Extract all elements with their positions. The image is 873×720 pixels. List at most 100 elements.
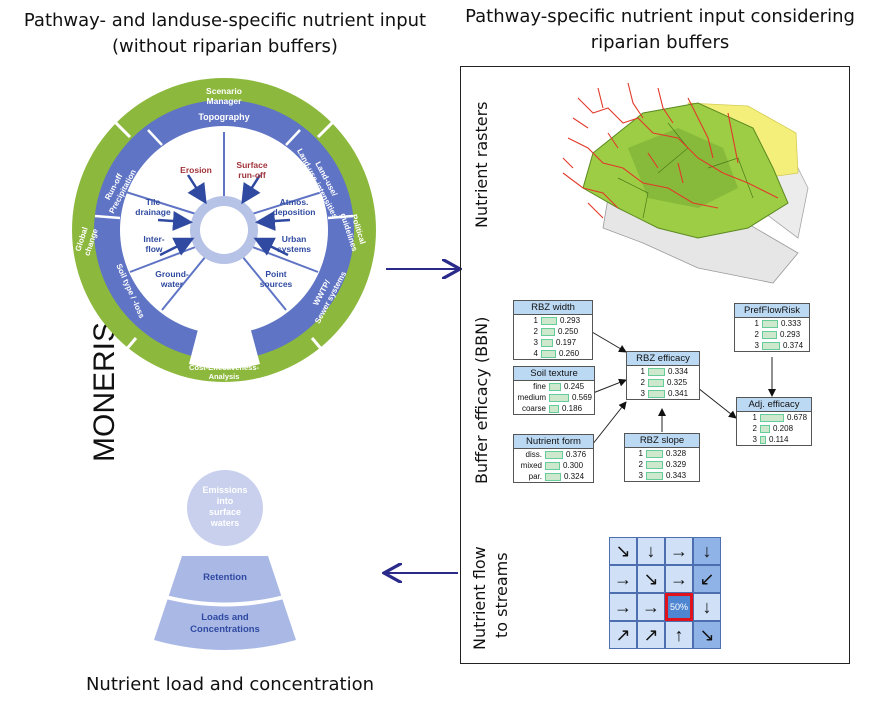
- flow-arrow-cell: ↓: [693, 593, 721, 621]
- flow-arrow-cell: →: [637, 593, 665, 621]
- atmos-deposition-label-1: Atmos.: [280, 197, 309, 207]
- state-label: 3: [754, 341, 759, 350]
- prob-value: 0.114: [769, 435, 789, 444]
- flow-arrow-cell: ↓: [637, 537, 665, 565]
- wheel-hub-center: [200, 206, 248, 254]
- flow-arrow-cell: ↓: [693, 537, 721, 565]
- interflow-label-2: flow: [146, 244, 163, 254]
- flow-arrow-cell: ↑: [665, 621, 693, 649]
- flow-arrow-cell: ↙: [693, 565, 721, 593]
- prob-bar: [762, 319, 778, 328]
- prob-value: 0.245: [564, 382, 585, 391]
- prob-bar: [541, 316, 557, 325]
- nutrient-raster-map: [562, 82, 809, 284]
- tile-drainage-label-2: drainage: [135, 207, 171, 217]
- state-label: 2: [640, 378, 645, 387]
- state-label: 1: [640, 367, 645, 376]
- prob-value: 0.329: [666, 460, 687, 469]
- loads-label-1: Loads and: [201, 612, 249, 623]
- cost-label-1: Cost-Effectiveness-: [189, 363, 260, 372]
- prob-value: 0.186: [562, 404, 583, 413]
- wheel-gap-wedge: [189, 230, 260, 369]
- scenario-label-1: Scenario: [206, 86, 242, 96]
- flow-arrow-cell: ↘: [609, 537, 637, 565]
- bbn-node-title: Adj. efficacy: [737, 398, 811, 412]
- bbn-node-title: Nutrient form: [514, 435, 593, 449]
- interflow-label-1: Inter-: [143, 234, 164, 244]
- nutrient-rasters-label: Nutrient rasters: [472, 101, 491, 229]
- bbn-node-title: RBZ efficacy: [627, 352, 699, 366]
- prob-value: 0.341: [668, 389, 689, 398]
- state-label: 3: [638, 471, 643, 480]
- prob-bar: [646, 460, 663, 469]
- urban-systems-label-1: Urban: [282, 234, 307, 244]
- buffer-efficacy-label: Buffer efficacy (BBN): [472, 316, 491, 484]
- point-sources-label-2: sources: [260, 279, 293, 289]
- prob-value: 0.300: [563, 461, 584, 470]
- loads-label-2: Concentrations: [190, 624, 260, 635]
- prob-value: 0.260: [559, 349, 580, 358]
- prob-bar: [545, 461, 560, 470]
- buffer-model-panel: [460, 66, 850, 664]
- topography-label: Topography: [198, 112, 249, 122]
- state-label: 2: [533, 327, 538, 336]
- bbn-node-title: PrefFlowRisk: [735, 304, 809, 318]
- state-label: 1: [533, 316, 538, 325]
- emissions-label-3: surface: [209, 507, 241, 517]
- state-label: 2: [752, 424, 757, 433]
- moneris-wheel: Scenario Manager Global change Political…: [72, 78, 376, 382]
- prob-value: 0.678: [787, 413, 808, 422]
- urban-systems-label-2: systems: [277, 244, 311, 254]
- prob-bar: [648, 389, 665, 398]
- prob-bar: [548, 393, 569, 402]
- flow-arrow-cell: ↘: [637, 565, 665, 593]
- erosion-label: Erosion: [180, 165, 212, 175]
- prob-value: 0.197: [556, 338, 577, 347]
- bottom-section-title: Nutrient load and concentration: [85, 674, 375, 695]
- prob-bar: [762, 341, 780, 350]
- groundwater-label-2: water: [160, 279, 184, 289]
- flow-arrow-cell: ↘: [693, 621, 721, 649]
- prob-value: 0.293: [560, 316, 581, 325]
- right-section-title: Pathway-specific nutrient input consider…: [465, 6, 855, 53]
- prob-value: 0.376: [566, 450, 587, 459]
- left-section-title: Pathway- and landuse-specific nutrient i…: [23, 10, 427, 57]
- prob-bar: [648, 378, 664, 387]
- state-label: 3: [640, 389, 645, 398]
- bbn-node-title: RBZ width: [514, 301, 592, 315]
- state-label: 1: [754, 319, 759, 328]
- state-label: 2: [638, 460, 643, 469]
- prob-bar: [541, 349, 556, 358]
- prob-value: 0.334: [668, 367, 689, 376]
- prob-bar: [549, 404, 559, 413]
- prob-bar: [541, 338, 553, 347]
- flow-arrow-cell: →: [665, 537, 693, 565]
- state-label: par.: [528, 472, 542, 481]
- prob-value: 0.343: [666, 471, 687, 480]
- bbn-node-title: RBZ slope: [625, 434, 699, 448]
- prob-value: 0.325: [667, 378, 688, 387]
- state-label: 1: [638, 449, 643, 458]
- prob-bar: [545, 472, 561, 481]
- prob-bar: [646, 471, 663, 480]
- surface-runoff-label-2: run-off: [238, 170, 266, 180]
- prob-value: 0.324: [564, 472, 585, 481]
- flow-arrow-cell: ↗: [609, 621, 637, 649]
- prob-bar: [648, 367, 665, 376]
- scenario-label-2: Manager: [207, 96, 243, 106]
- state-label: 1: [752, 413, 757, 422]
- state-label: 4: [533, 349, 538, 358]
- bbn-node-rbz-efficacy: RBZ efficacy 1 0.334 2 0.325 3 0.341: [626, 351, 700, 400]
- prob-bar: [760, 413, 784, 422]
- flow-arrow-cell: →: [609, 565, 637, 593]
- point-sources-label-1: Point: [265, 269, 286, 279]
- nutrient-flow-label-1: Nutrient flow: [470, 546, 489, 650]
- prob-value: 0.333: [781, 319, 802, 328]
- state-label: 2: [754, 330, 759, 339]
- state-label: 3: [752, 435, 757, 444]
- flow-cell-center: 50%: [665, 593, 693, 621]
